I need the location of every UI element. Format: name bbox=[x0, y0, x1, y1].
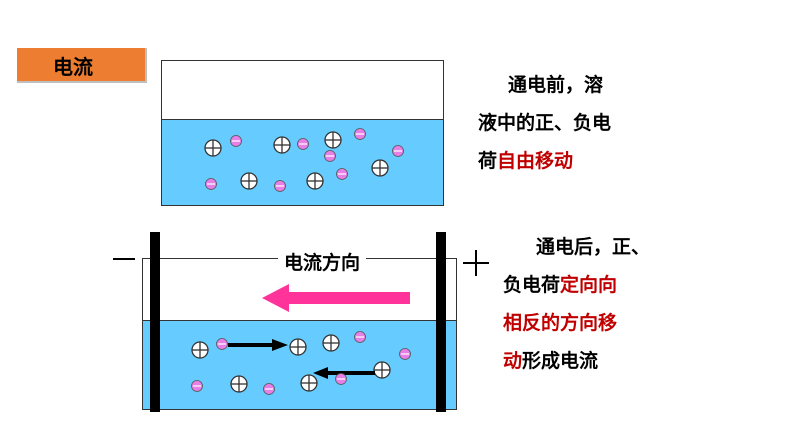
after-line-4-plain: 形成电流 bbox=[522, 350, 599, 372]
current-direction-arrow bbox=[262, 284, 410, 312]
after-line-2-emphasis: 定向向 bbox=[560, 274, 618, 296]
description-after: 通电后，正、 负电荷定向向 相反的方向移 动形成电流 bbox=[503, 228, 650, 380]
positive-ion bbox=[322, 334, 340, 352]
negative-ion bbox=[353, 127, 367, 141]
beaker-before bbox=[161, 60, 444, 206]
before-line-1: 通电前，溶 bbox=[508, 74, 604, 96]
negative-ion bbox=[296, 137, 310, 151]
negative-electrode bbox=[150, 232, 160, 412]
negative-ion bbox=[335, 167, 349, 181]
ion-motion-arrowhead bbox=[272, 339, 288, 351]
section-title-tag: 电流 bbox=[17, 48, 147, 83]
positive-ion bbox=[240, 172, 258, 190]
after-line-3: 相反的方向移 bbox=[503, 312, 618, 334]
solution-after bbox=[143, 320, 456, 409]
positive-ion bbox=[373, 361, 391, 379]
positive-electrode bbox=[436, 232, 446, 412]
negative-ion bbox=[353, 330, 367, 344]
negative-ion bbox=[204, 177, 218, 191]
positive-ion bbox=[300, 374, 318, 392]
after-line-4-emphasis: 动 bbox=[503, 350, 523, 372]
positive-ion bbox=[371, 159, 389, 177]
positive-ion bbox=[324, 131, 342, 149]
negative-ion bbox=[323, 149, 337, 163]
after-line-2: 负电荷定向向 bbox=[503, 266, 650, 304]
after-line-2-plain: 负电荷 bbox=[503, 274, 561, 296]
positive-ion bbox=[273, 136, 291, 154]
before-line-3-plain: 荷 bbox=[478, 150, 498, 172]
section-title: 电流 bbox=[53, 55, 93, 79]
negative-ion bbox=[229, 134, 243, 148]
minus-sign-icon bbox=[113, 258, 135, 260]
solution-before bbox=[162, 119, 443, 205]
current-direction-label: 电流方向 bbox=[278, 248, 367, 275]
ion-motion-arrowhead bbox=[313, 367, 328, 379]
negative-ion bbox=[398, 347, 412, 361]
positive-ion bbox=[204, 139, 222, 157]
positive-ion bbox=[191, 341, 209, 359]
description-before: 通电前，溶 液中的正、负电 荷自由移动 bbox=[478, 66, 611, 180]
negative-ion bbox=[215, 337, 229, 351]
after-line-4: 动形成电流 bbox=[503, 342, 650, 380]
before-line-2: 液中的正、负电 bbox=[478, 112, 612, 134]
before-line-3: 荷自由移动 bbox=[478, 142, 611, 180]
negative-ion bbox=[273, 179, 287, 193]
plus-sign-icon-vertical bbox=[475, 250, 477, 276]
negative-ion bbox=[334, 372, 348, 386]
negative-ion bbox=[391, 144, 405, 158]
after-line-1: 通电后，正、 bbox=[536, 236, 651, 258]
positive-ion bbox=[289, 338, 307, 356]
before-line-3-emphasis: 自由移动 bbox=[497, 150, 574, 172]
negative-ion bbox=[190, 379, 204, 393]
positive-ion bbox=[306, 172, 324, 190]
negative-ion bbox=[262, 382, 276, 396]
positive-ion bbox=[230, 375, 248, 393]
